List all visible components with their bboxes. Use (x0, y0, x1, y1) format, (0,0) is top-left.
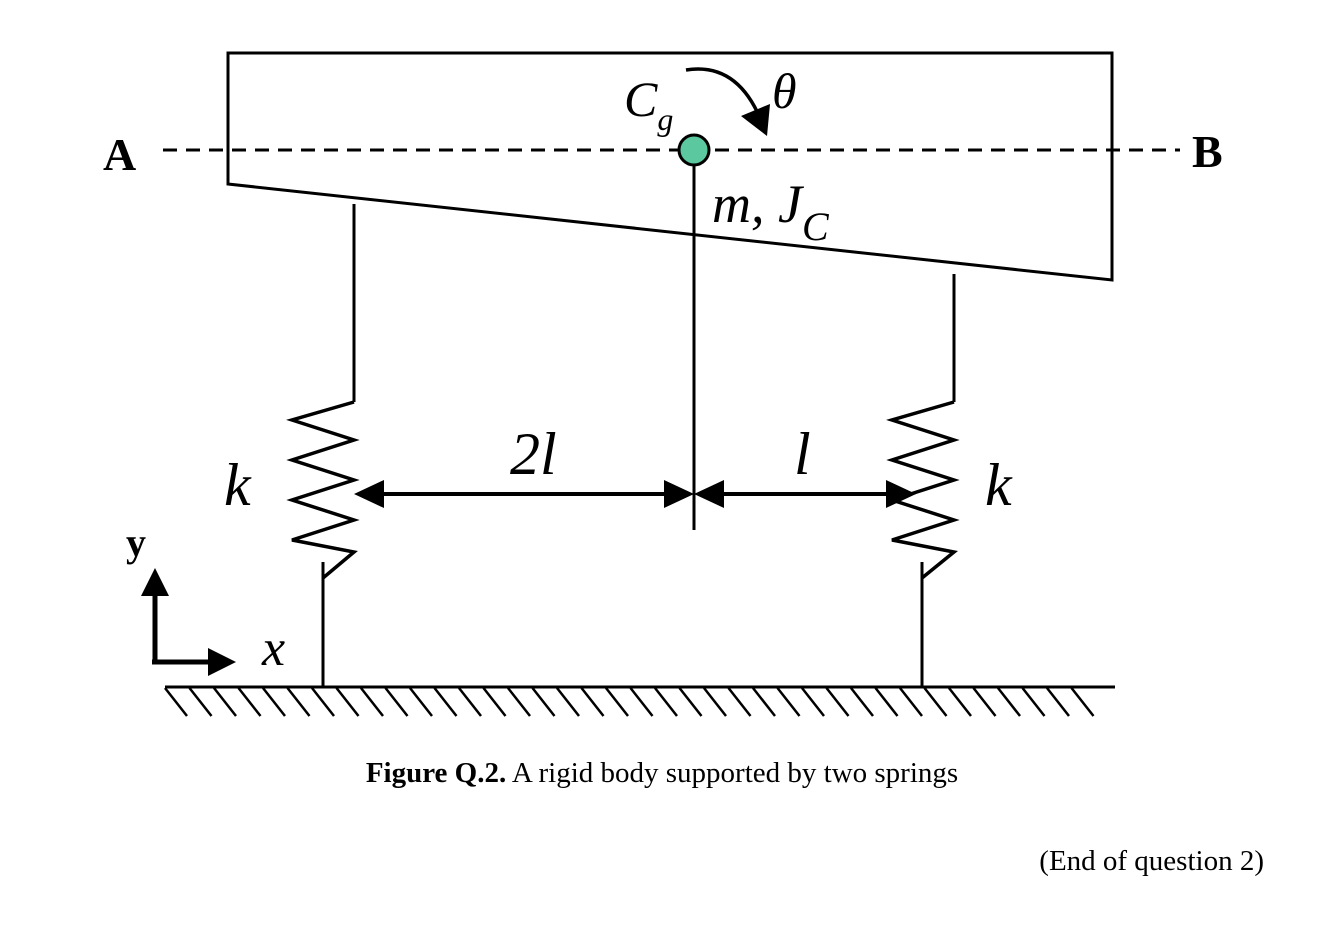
ground-hatch (237, 687, 262, 717)
ground-hatch (703, 687, 727, 717)
caption-bold: Figure Q.2. (365, 757, 507, 789)
ground-hatch (923, 687, 948, 717)
label-theta: θ (772, 63, 797, 119)
ground-hatch (164, 687, 188, 717)
ground-hatch (580, 687, 605, 717)
ground-hatch (507, 687, 531, 717)
label-spring-right: k (985, 452, 1013, 518)
ground-hatch (825, 687, 850, 717)
ground-hatch (874, 687, 899, 717)
ground-hatch (997, 687, 1021, 717)
end-note: (End of question 2) (1039, 845, 1264, 877)
label-mass-inertia: m, JC (712, 174, 830, 249)
label-cg-sub: g (657, 101, 673, 137)
ground-hatch (531, 687, 556, 717)
right-spring (886, 274, 960, 686)
ground-hatch (727, 687, 752, 717)
ground-hatch (262, 687, 286, 717)
ground-hatch (458, 687, 482, 717)
figure-caption: Figure Q.2. A rigid body supported by tw… (0, 757, 1324, 790)
label-axis-y: y (126, 520, 146, 565)
label-axis-x: x (261, 620, 285, 677)
dimension-l (694, 480, 916, 508)
rigid-body (226, 51, 1114, 282)
ground-hatch (384, 687, 409, 717)
ground-hatch (605, 687, 629, 717)
label-dist-left: 2l (510, 421, 557, 487)
ground-hatch (801, 687, 825, 717)
dimension-2l (354, 480, 694, 508)
ground-hatch (776, 687, 801, 717)
ground-hatch (654, 687, 678, 717)
caption-text: A rigid body supported by two springs (506, 757, 959, 789)
label-a: A (103, 129, 136, 180)
ground-hatch (213, 687, 237, 717)
cg-dot (677, 133, 711, 167)
ground-hatch (556, 687, 580, 717)
ground-hatch (1070, 687, 1095, 717)
ground-hatch (678, 687, 703, 717)
ground-hatch (629, 687, 654, 717)
ground-hatch (433, 687, 458, 717)
ground-hatch (360, 687, 384, 717)
ground-hatch (948, 687, 972, 717)
ground-hatch (335, 687, 360, 717)
label-dist-right: l (794, 421, 811, 487)
coordinate-axes (141, 568, 236, 676)
label-mass-main: m, J (712, 174, 805, 234)
rotation-arrow (685, 67, 762, 119)
ground-hatch (850, 687, 874, 717)
ground-hatch (188, 687, 213, 717)
label-spring-left: k (224, 452, 252, 518)
ground-hatch (752, 687, 776, 717)
label-cg: Cg (624, 71, 673, 137)
ground-hatch (409, 687, 433, 717)
rotation-arrowhead (741, 104, 770, 136)
ground (164, 685, 1115, 717)
label-mass-sub: C (802, 204, 830, 249)
ground-hatch (899, 687, 923, 717)
ground-hatch (1046, 687, 1070, 717)
ground-hatch (286, 687, 311, 717)
ground-hatch (482, 687, 507, 717)
ground-hatch (972, 687, 997, 717)
ground-hatch (311, 687, 335, 717)
label-b: B (1192, 126, 1223, 177)
label-cg-main: C (624, 71, 658, 127)
left-spring (286, 204, 360, 686)
ground-hatch (1021, 687, 1046, 717)
